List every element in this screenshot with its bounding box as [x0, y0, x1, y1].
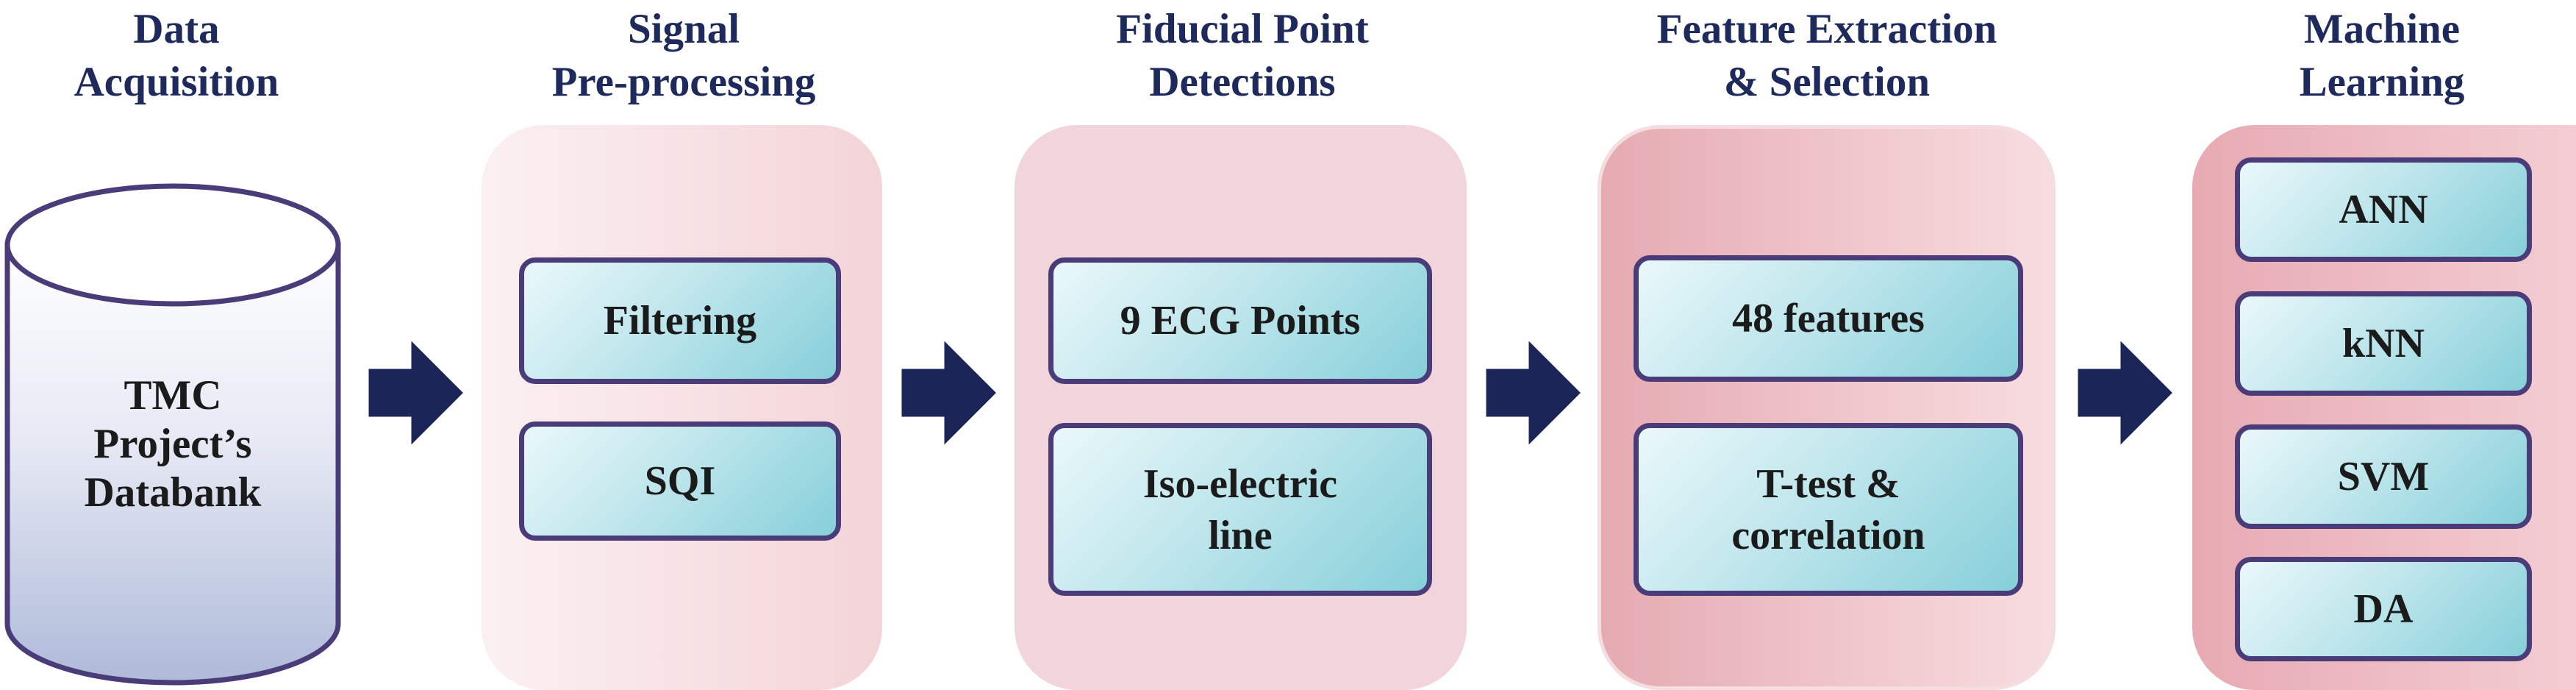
box-isoelectric-line: Iso-electric line — [1048, 423, 1432, 596]
box-sqi: SQI — [519, 422, 841, 541]
box-da: DA — [2235, 557, 2532, 661]
right-arrow-icon — [901, 338, 1000, 447]
right-arrow-icon — [1485, 338, 1584, 447]
title-line: Learning — [2299, 59, 2465, 105]
box-label: line — [1208, 512, 1273, 558]
title-line: Acquisition — [74, 59, 279, 105]
box-label: 9 ECG Points — [1120, 298, 1361, 344]
box-ann: ANN — [2235, 157, 2532, 262]
stage-title-signal-preprocessing: Signal Pre-processing — [515, 3, 853, 113]
box-label: DA — [2353, 586, 2414, 632]
box-knn: kNN — [2235, 291, 2532, 396]
box-label: ANN — [2339, 187, 2428, 232]
database-cylinder-icon — [4, 183, 341, 686]
stage-title-data-acquisition: Data Acquisition — [22, 3, 331, 113]
box-label: Filtering — [603, 298, 757, 344]
title-line: & Selection — [1723, 59, 1931, 105]
box-label: correlation — [1731, 512, 1925, 558]
title-line: Data — [133, 6, 220, 52]
panel-signal-preprocessing — [482, 125, 882, 690]
right-arrow-icon — [2077, 338, 2176, 447]
title-line: Fiducial Point — [1116, 6, 1369, 52]
box-label: SQI — [644, 458, 716, 504]
panel-feature-extraction — [1598, 125, 2056, 690]
box-label: SVM — [2337, 454, 2430, 499]
box-label: kNN — [2341, 321, 2425, 366]
box-label: 48 features — [1732, 296, 1925, 341]
database-line: TMC — [124, 372, 222, 419]
title-line: Pre-processing — [551, 59, 816, 105]
title-line: Signal — [627, 6, 740, 52]
title-line: Machine — [2303, 6, 2461, 52]
right-arrow-icon — [368, 338, 467, 447]
box-svm: SVM — [2235, 424, 2532, 529]
database-line: Project’s — [93, 421, 252, 467]
box-48-features: 48 features — [1634, 255, 2023, 382]
title-line: Detections — [1149, 59, 1336, 105]
box-ecg-points: 9 ECG Points — [1048, 257, 1432, 384]
stage-title-fiducial-point-detections: Fiducial Point Detections — [1029, 3, 1456, 113]
stage-title-machine-learning: Machine Learning — [2228, 3, 2536, 113]
stage-title-feature-extraction: Feature Extraction & Selection — [1581, 3, 2073, 113]
database-line: Databank — [84, 469, 262, 516]
panel-fiducial-point-detections — [1015, 125, 1467, 690]
box-label: Iso-electric — [1142, 460, 1338, 507]
box-label: T-test & — [1756, 460, 1900, 507]
box-filtering: Filtering — [519, 257, 841, 384]
title-line: Feature Extraction — [1656, 6, 1997, 52]
database-label: TMC Project’s Databank — [15, 371, 331, 517]
box-ttest-correlation: T-test & correlation — [1634, 423, 2023, 596]
